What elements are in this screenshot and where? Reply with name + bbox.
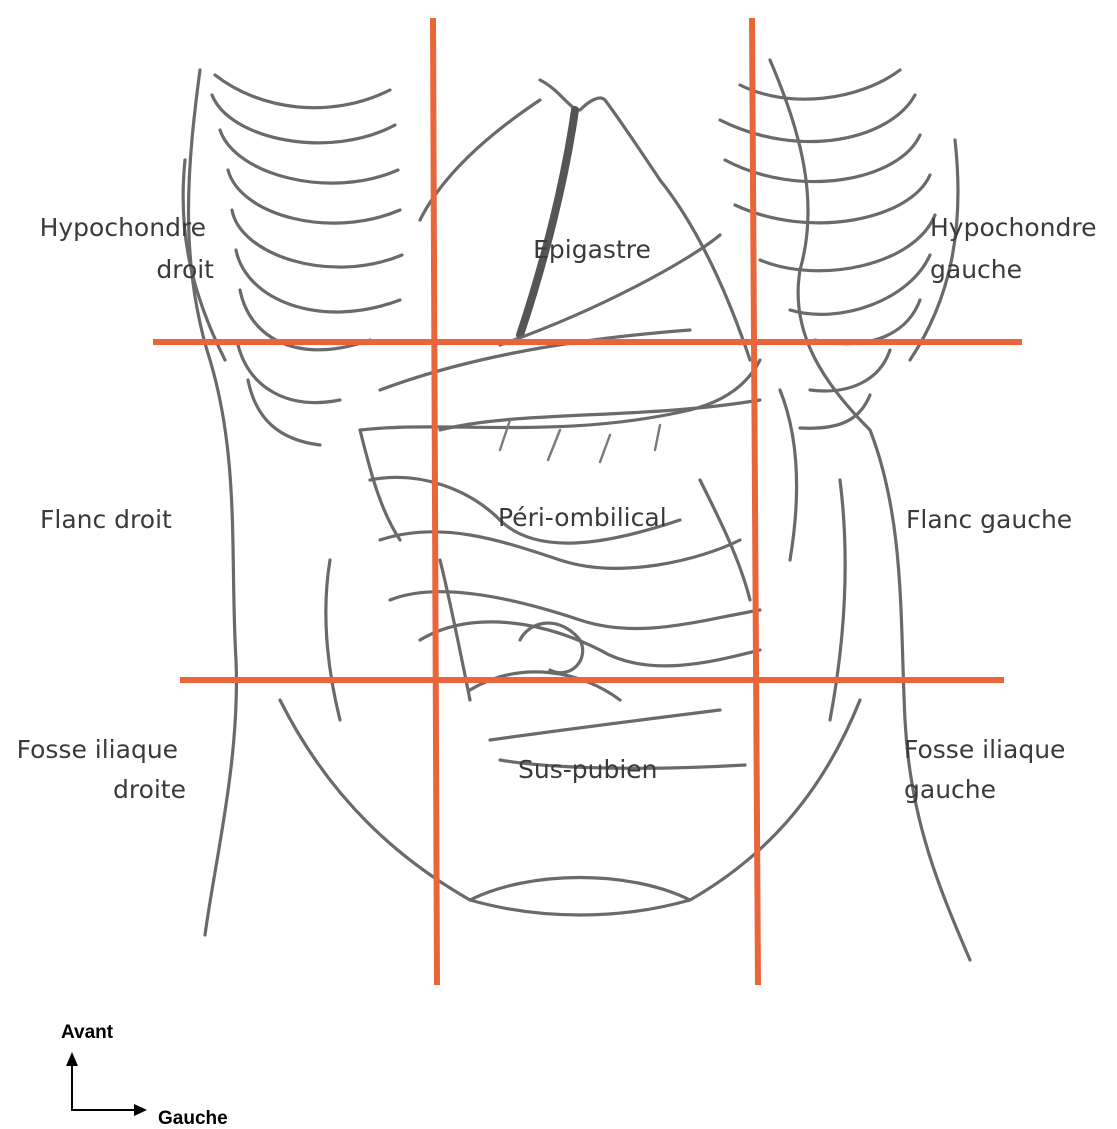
grid-line-vertical-right [433, 18, 437, 985]
label-fosse-iliaque-gauche: Fosse iliaque gauche [904, 735, 1073, 804]
label-hypochondre-gauche: Hypochondre gauche [930, 213, 1104, 284]
arrow-up-icon [66, 1052, 78, 1066]
label-avant: Avant [61, 1022, 114, 1043]
arrow-right-icon [134, 1104, 147, 1116]
label-flanc-gauche: Flanc gauche [906, 505, 1072, 534]
grid-line-vertical-left [752, 18, 758, 985]
label-fosse-iliaque-droite: Fosse iliaque droite [17, 735, 186, 804]
orientation-indicator: Avant Gauche [61, 1022, 228, 1129]
label-sus-pubien: Sus-pubien [518, 755, 658, 784]
label-flanc-droit: Flanc droit [40, 505, 172, 534]
label-peri-ombilical: Péri-ombilical [498, 503, 667, 532]
label-epigastre: Epigastre [533, 235, 651, 264]
label-gauche: Gauche [158, 1108, 228, 1129]
